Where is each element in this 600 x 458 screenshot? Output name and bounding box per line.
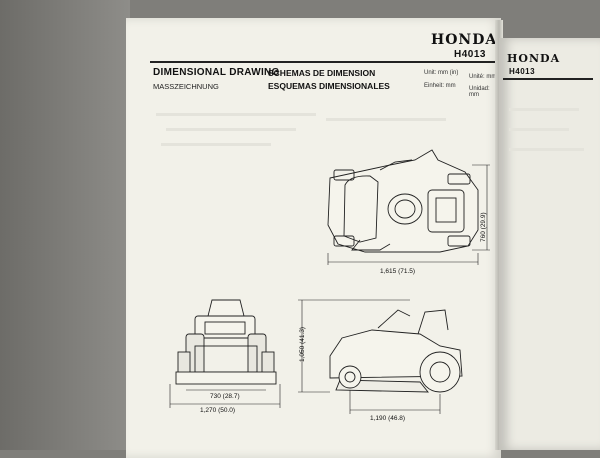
tractor-top-view <box>327 149 479 253</box>
model-number: H4013 <box>454 49 486 60</box>
header-rule-right <box>503 78 593 80</box>
tractor-side-view <box>329 309 463 393</box>
bleed-through-line <box>509 108 579 111</box>
dimension-label-height: 1,050 (41.3) <box>299 327 306 362</box>
tractor-front-view <box>175 299 277 385</box>
dimension-label-length: 1,615 (71.5) <box>380 268 415 275</box>
dimension-lines-top <box>327 164 490 265</box>
heading-german: MASSZEICHNUNG <box>153 82 219 91</box>
unit-label: Unit: mm (in) <box>424 70 459 76</box>
dimension-label-width: 760 (29.9) <box>480 212 487 242</box>
dimension-lines-side <box>298 299 441 414</box>
model-number-right: H4013 <box>509 67 536 76</box>
bleed-through-line <box>509 148 584 151</box>
dimension-lines-front <box>169 384 281 408</box>
brand-logo-right: HONDA <box>507 52 561 65</box>
dimension-label-wheelbase: 1,190 (46.8) <box>370 415 405 422</box>
unit-label-spanish: Unidad: mm <box>469 86 490 98</box>
heading-english: DIMENSIONAL DRAWING <box>153 67 280 78</box>
bleed-through-line <box>161 143 271 146</box>
bleed-through-line <box>166 128 296 131</box>
unit-label-french: Unité: mm <box>469 74 497 80</box>
manual-page-right: HONDA H4013 <box>499 38 600 450</box>
dimension-label-outer-width: 1,270 (50.0) <box>200 407 235 414</box>
heading-french: SCHEMAS DE DIMENSION <box>268 68 376 78</box>
brand-logo: HONDA <box>431 32 498 48</box>
dimension-label-inner-width: 730 (28.7) <box>210 393 240 400</box>
bleed-through-line <box>156 113 316 116</box>
bleed-through-line <box>509 128 569 131</box>
background-surface <box>0 0 130 450</box>
bleed-through-line <box>326 118 446 121</box>
heading-spanish: ESQUEMAS DIMENSIONALES <box>268 81 390 91</box>
header-rule <box>150 61 498 63</box>
unit-label-german: Einheit: mm <box>424 83 456 89</box>
